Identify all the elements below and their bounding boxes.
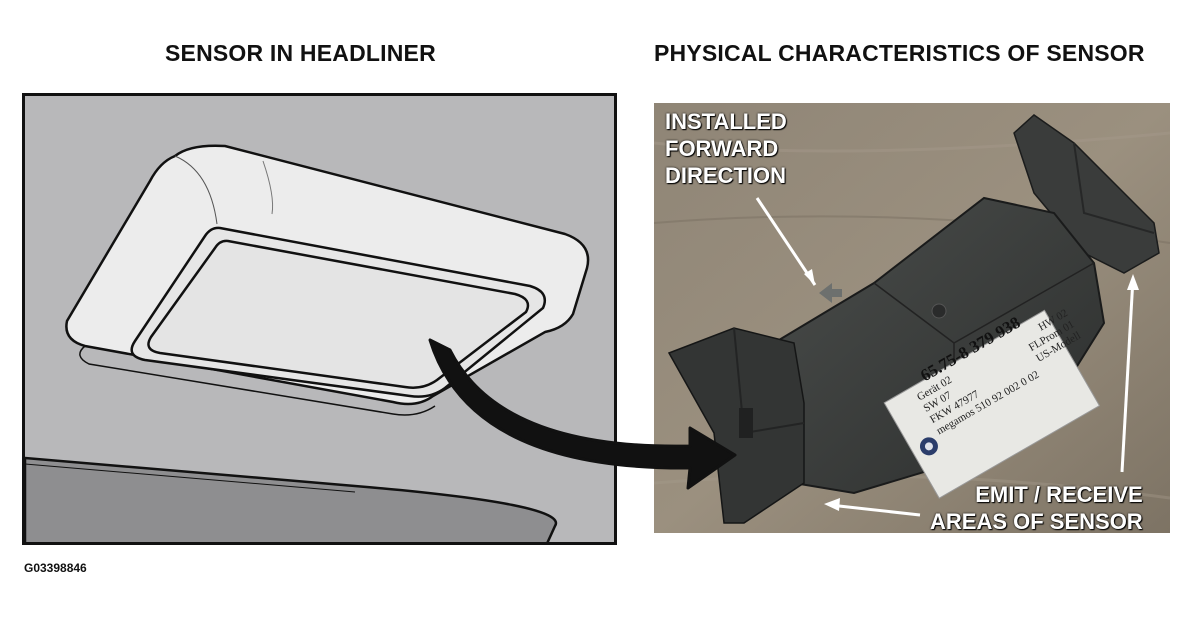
figure-code: G03398846 <box>24 561 87 575</box>
forward-label-line3: DIRECTION <box>665 163 786 188</box>
curved-pointer-arrow <box>428 338 737 490</box>
emit-label-line2: AREAS OF SENSOR <box>930 509 1143 534</box>
emit-pointer-right <box>1120 277 1135 473</box>
emit-receive-areas-label: EMIT / RECEIVE AREAS OF SENSOR <box>930 481 1143 535</box>
installed-forward-direction-label: INSTALLED FORWARD DIRECTION <box>665 108 787 189</box>
sensor-part-label <box>883 309 1101 499</box>
sensor-photo <box>654 103 1170 533</box>
right-panel-title: PHYSICAL CHARACTERISTICS OF SENSOR <box>654 40 1145 66</box>
forward-label-line2: FORWARD <box>665 136 779 161</box>
forward-direction-pointer <box>755 197 817 286</box>
forward-arrow-mark <box>819 283 842 303</box>
forward-label-line1: INSTALLED <box>665 109 787 134</box>
emit-pointer-left <box>829 503 921 517</box>
left-panel-title: SENSOR IN HEADLINER <box>165 40 436 66</box>
emit-label-line1: EMIT / RECEIVE <box>975 482 1143 507</box>
